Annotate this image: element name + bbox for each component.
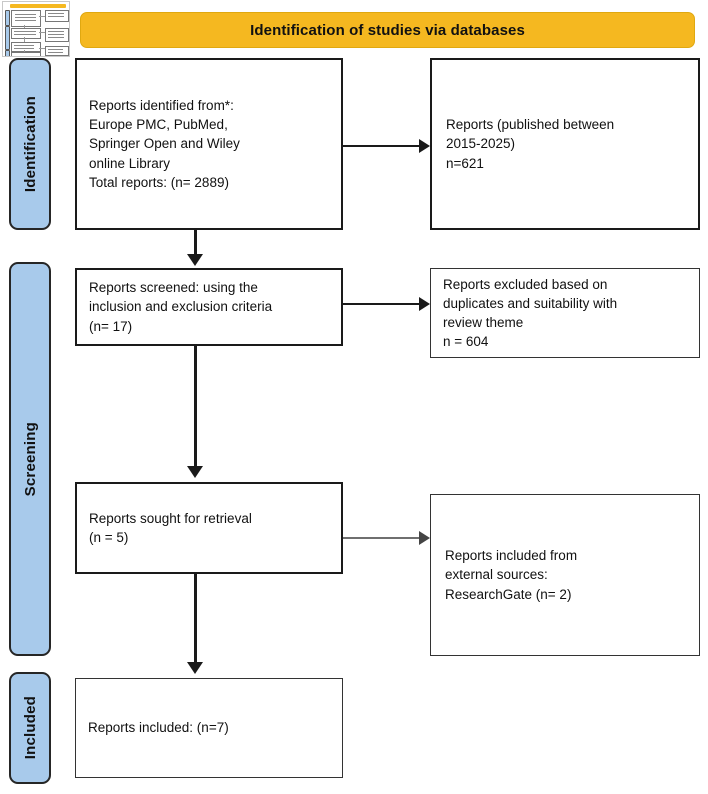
arrow-head-down-icon	[187, 254, 203, 266]
flow-box-reports-external-sources: Reports included from external sources: …	[430, 494, 700, 656]
stage-rail-screening: Screening	[9, 262, 51, 656]
thumbnail-connector	[24, 50, 25, 52]
thumbnail-box-sought	[11, 42, 41, 52]
flow-box-text-reports-excluded: Reports excluded based on duplicates and…	[443, 276, 618, 350]
connector-screened-to-excluded	[343, 303, 421, 305]
stage-label-screening: Screening	[21, 421, 39, 497]
stage-label-included: Included	[21, 696, 39, 760]
flow-box-text-reports-external-sources: Reports included from external sources: …	[445, 548, 578, 602]
thumbnail-box-identified	[11, 10, 41, 27]
thumbnail-connector	[24, 25, 25, 28]
connector-sought-to-external	[343, 537, 421, 539]
stage-rail-included: Included	[9, 672, 51, 784]
thumbnail-text-block	[48, 31, 64, 39]
arrow-head-down-icon	[187, 466, 203, 478]
arrow-head-down-icon	[187, 662, 203, 674]
thumbnail-text-block	[14, 31, 36, 36]
flow-box-reports-published: Reports (published between 2015-2025) n=…	[430, 58, 700, 230]
connector-identified-to-published	[343, 145, 421, 147]
flow-box-reports-sought: Reports sought for retrieval (n = 5)	[75, 482, 343, 574]
connector-sought-to-included	[194, 574, 197, 664]
thumbnail-text-block	[48, 13, 64, 19]
thumbnail-banner	[10, 4, 66, 8]
flow-box-reports-included: Reports included: (n=7)	[75, 678, 343, 778]
flow-box-text-reports-included: Reports included: (n=7)	[88, 720, 229, 736]
connector-screened-to-sought	[194, 346, 197, 468]
thumbnail-connector	[39, 16, 45, 17]
connector-identified-to-screened	[194, 230, 197, 256]
stage-rail-identification: Identification	[9, 58, 51, 230]
thumbnail-text-block	[15, 14, 36, 23]
diagram-thumbnail-preview[interactable]	[2, 1, 70, 57]
thumbnail-connector	[24, 37, 25, 42]
banner-title: Identification of studies via databases	[250, 21, 525, 39]
flow-box-text-reports-identified: Reports identified from*: Europe PMC, Pu…	[89, 98, 240, 190]
stage-label-identification: Identification	[21, 95, 39, 193]
diagram-banner: Identification of studies via databases	[80, 12, 695, 48]
flow-box-reports-screened: Reports screened: using the inclusion an…	[75, 268, 343, 346]
flow-box-reports-excluded: Reports excluded based on duplicates and…	[430, 268, 700, 358]
arrow-head-right-icon	[419, 297, 430, 311]
flow-box-reports-identified: Reports identified from*: Europe PMC, Pu…	[75, 58, 343, 230]
arrow-head-right-icon	[419, 531, 430, 545]
thumbnail-box-external	[45, 46, 69, 56]
thumbnail-text-block	[48, 49, 63, 53]
flow-box-text-reports-published: Reports (published between 2015-2025) n=…	[446, 117, 615, 171]
flow-box-text-reports-sought: Reports sought for retrieval (n = 5)	[89, 510, 252, 545]
thumbnail-rail-included	[5, 50, 10, 56]
thumbnail-connector	[39, 48, 45, 49]
thumbnail-box-screened	[11, 28, 41, 39]
thumbnail-rail-identification	[5, 10, 10, 26]
thumbnail-box-excluded	[45, 28, 69, 42]
thumbnail-text-block	[14, 45, 34, 49]
thumbnail-box-included	[11, 52, 41, 56]
thumbnail-rail-screening	[5, 26, 10, 50]
flow-box-text-reports-screened: Reports screened: using the inclusion an…	[89, 280, 273, 334]
thumbnail-connector	[39, 32, 45, 33]
thumbnail-box-published	[45, 10, 69, 22]
arrow-head-right-icon	[419, 139, 430, 153]
